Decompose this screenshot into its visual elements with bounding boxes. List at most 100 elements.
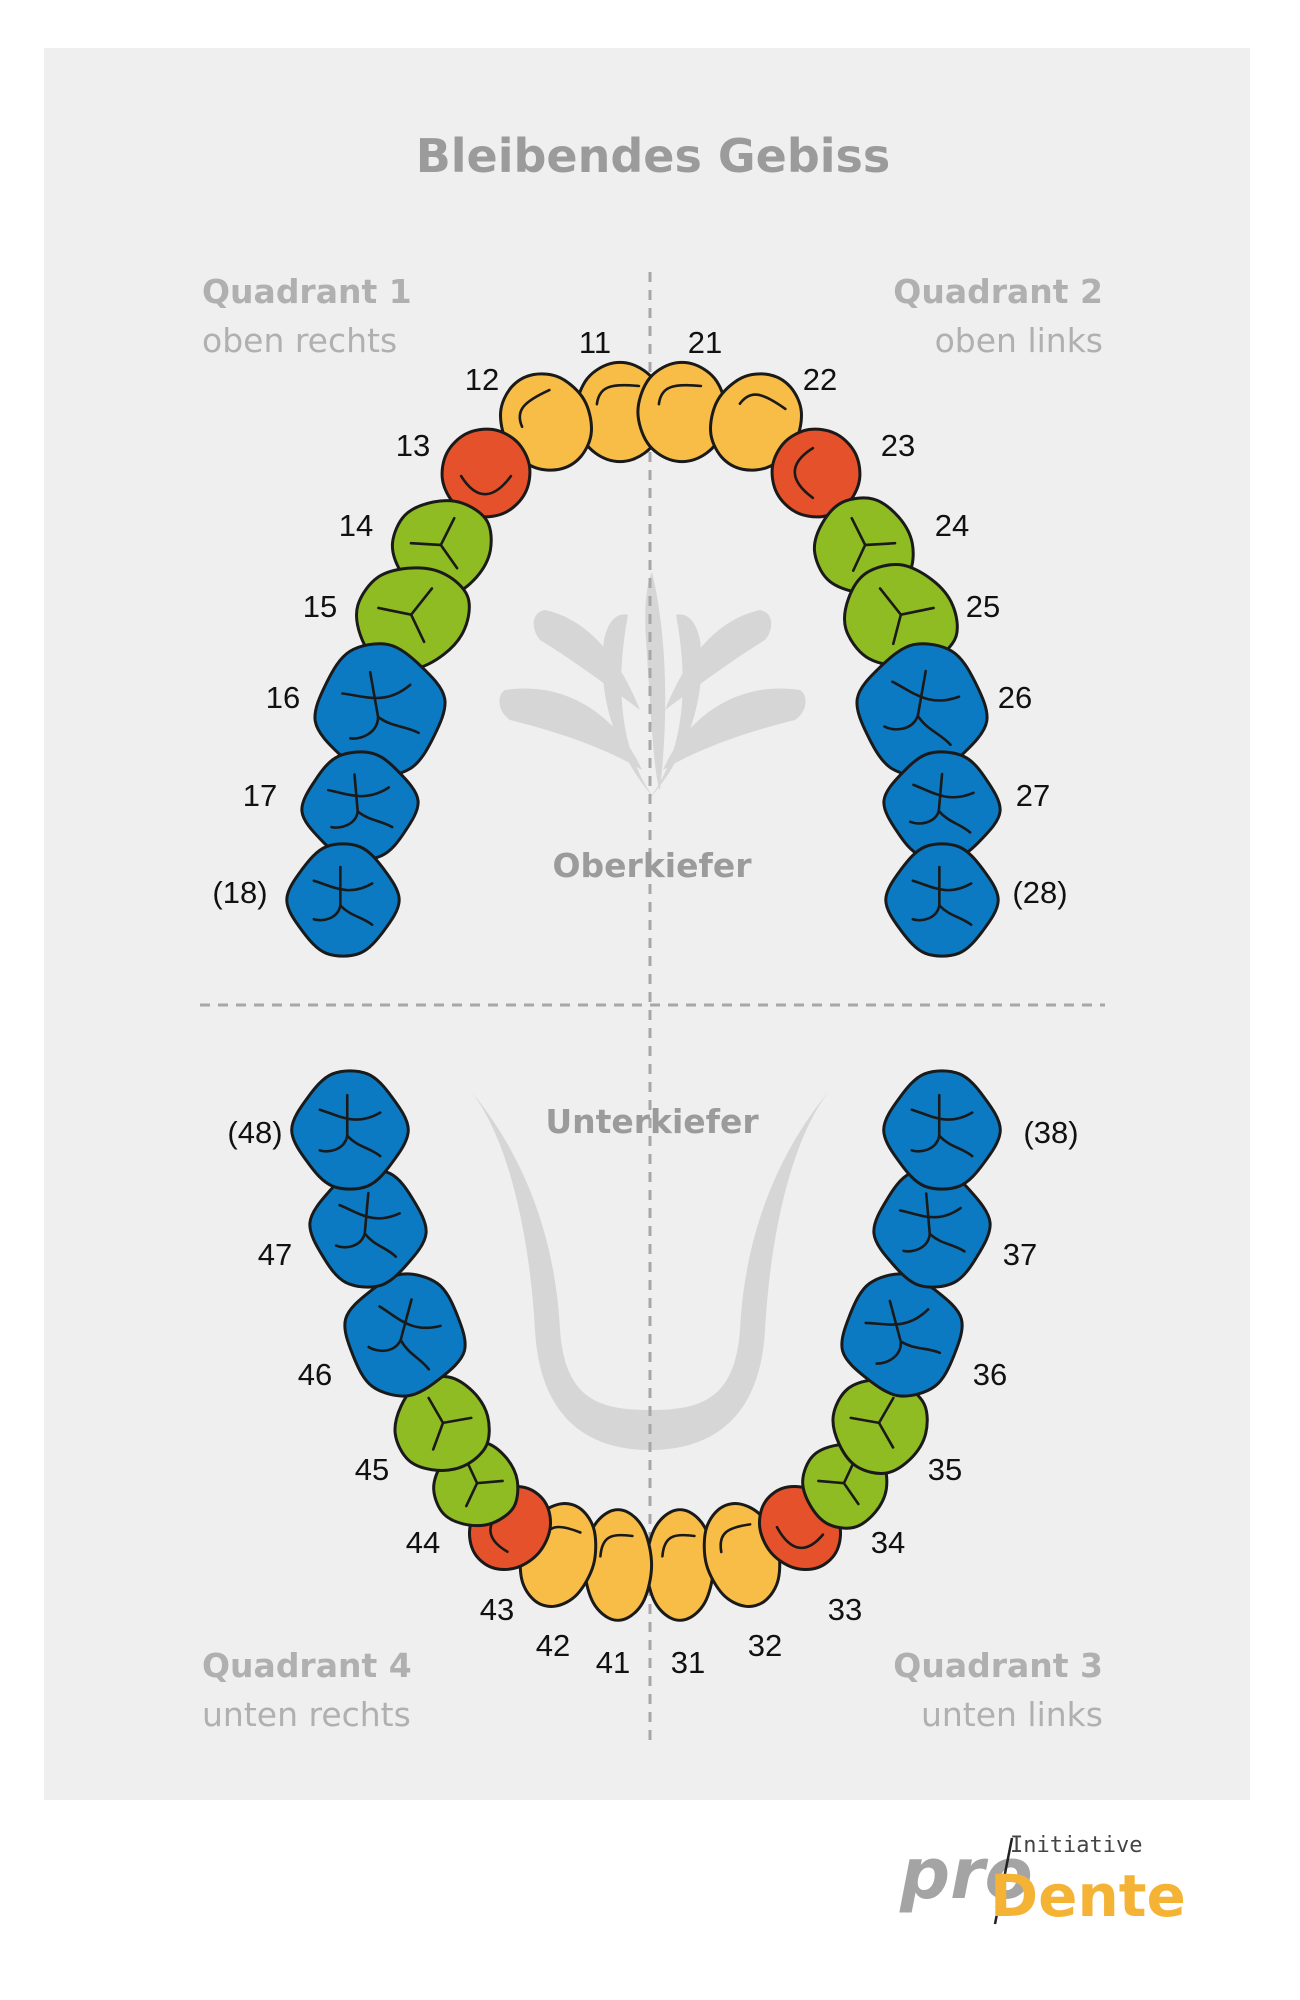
tongue-decoration bbox=[470, 1090, 830, 1450]
tooth-27-label: 27 bbox=[1016, 778, 1050, 813]
tooth-48-label: (48) bbox=[227, 1115, 282, 1150]
tooth-14-fissure bbox=[409, 516, 459, 570]
tooth-17-fissure bbox=[326, 773, 394, 829]
tooth-18-crown bbox=[285, 842, 401, 958]
tooth-47-crown bbox=[308, 1167, 428, 1289]
tooth-38-fissure bbox=[910, 1093, 974, 1158]
tooth-14-label: 14 bbox=[339, 508, 373, 543]
lower-jaw-label: Unterkiefer bbox=[545, 1102, 759, 1141]
tooth-42-label: 42 bbox=[536, 1628, 570, 1663]
tooth-37-fissure bbox=[898, 1192, 966, 1253]
quadrant-2-title: Quadrant 2 bbox=[893, 272, 1103, 311]
tooth-41-label: 41 bbox=[596, 1645, 630, 1680]
tooth-24-fissure bbox=[850, 516, 897, 572]
quadrant-2-subtitle: oben links bbox=[935, 321, 1103, 360]
tooth-38-label: (38) bbox=[1023, 1115, 1078, 1150]
tooth-22-fissure bbox=[738, 393, 787, 411]
tooth-16-label: 16 bbox=[266, 680, 300, 715]
tooth-23-fissure bbox=[793, 446, 815, 500]
quadrant-4-subtitle: unten rechts bbox=[202, 1695, 411, 1734]
tooth-44-label: 44 bbox=[406, 1525, 440, 1560]
tooth-22 bbox=[709, 372, 803, 472]
tooth-48-crown bbox=[290, 1069, 410, 1191]
tooth-21-crown bbox=[636, 360, 728, 464]
tooth-16 bbox=[313, 642, 447, 778]
tooth-46-crown bbox=[343, 1272, 467, 1398]
quadrant-1-title: Quadrant 1 bbox=[202, 272, 412, 311]
tooth-37-label: 37 bbox=[1003, 1237, 1037, 1272]
tooth-32-fissure bbox=[719, 1523, 752, 1554]
tooth-31-label: 31 bbox=[671, 1645, 705, 1680]
tooth-25-label: 25 bbox=[966, 589, 1000, 624]
tooth-31-crown bbox=[644, 1508, 716, 1622]
tooth-28-fissure bbox=[911, 865, 973, 927]
tooth-17-crown bbox=[300, 750, 420, 862]
quadrant-3-title: Quadrant 3 bbox=[893, 1646, 1103, 1685]
tooth-46-label: 46 bbox=[298, 1357, 332, 1392]
logo-name: Dente bbox=[990, 1862, 1186, 1930]
tooth-13-fissure bbox=[459, 474, 513, 496]
tooth-38 bbox=[882, 1069, 1002, 1191]
tooth-48 bbox=[290, 1069, 410, 1191]
tooth-18 bbox=[285, 842, 401, 958]
tooth-36-label: 36 bbox=[973, 1357, 1007, 1392]
tooth-34-fissure bbox=[817, 1458, 860, 1506]
teeth-layer: 11 12 13 14 15 16 17 (18) 21 22 23 24 25 26 27 (28) 31 32… bbox=[212, 325, 1078, 1680]
upper-jaw-label: Oberkiefer bbox=[553, 846, 753, 885]
tooth-26-fissure bbox=[883, 669, 961, 747]
tooth-22-crown bbox=[709, 372, 803, 472]
logo-tagline: Initiative bbox=[1010, 1833, 1142, 1858]
tooth-47 bbox=[308, 1167, 428, 1289]
tooth-15-label: 15 bbox=[303, 589, 337, 624]
tooth-41-fissure bbox=[599, 1533, 634, 1558]
tooth-27 bbox=[882, 750, 1002, 862]
prodente-logo: pro Initiative Dente bbox=[899, 1833, 1186, 1930]
tooth-23 bbox=[770, 427, 862, 519]
tooth-12-fissure bbox=[518, 388, 551, 429]
tooth-36-fissure bbox=[864, 1299, 942, 1365]
tooth-33-fissure bbox=[775, 1525, 825, 1550]
tooth-18-fissure bbox=[312, 865, 374, 927]
tooth-28-label: (28) bbox=[1012, 875, 1067, 910]
tooth-31 bbox=[644, 1508, 716, 1622]
tooth-17-label: 17 bbox=[243, 778, 277, 813]
tooth-45 bbox=[393, 1375, 491, 1472]
tooth-12-label: 12 bbox=[465, 362, 499, 397]
logo-slash bbox=[993, 1837, 1014, 1925]
tooth-28-crown bbox=[884, 842, 1000, 958]
tooth-22-label: 22 bbox=[803, 362, 837, 397]
tooth-32-label: 32 bbox=[748, 1628, 782, 1663]
tooth-23-label: 23 bbox=[881, 428, 915, 463]
tooth-48-fissure bbox=[318, 1093, 382, 1158]
tooth-35 bbox=[831, 1378, 929, 1475]
tooth-46 bbox=[343, 1272, 467, 1398]
tooth-47-fissure bbox=[334, 1191, 401, 1258]
tooth-21 bbox=[636, 360, 728, 464]
chart-title: Bleibendes Gebiss bbox=[416, 129, 891, 183]
tooth-24-label: 24 bbox=[935, 508, 969, 543]
tooth-35-label: 35 bbox=[928, 1452, 962, 1487]
tooth-17 bbox=[300, 750, 420, 862]
tooth-11-fissure bbox=[595, 383, 641, 406]
tooth-44-fissure bbox=[464, 1458, 504, 1508]
tooth-26-label: 26 bbox=[998, 680, 1032, 715]
tooth-38-crown bbox=[882, 1069, 1002, 1191]
quadrant-4-title: Quadrant 4 bbox=[202, 1646, 412, 1685]
quadrant-3-subtitle: unten links bbox=[921, 1695, 1103, 1734]
tooth-45-fissure bbox=[427, 1396, 473, 1451]
chart-panel bbox=[44, 48, 1250, 1800]
tooth-23-crown bbox=[770, 427, 862, 519]
tooth-31-fissure bbox=[661, 1533, 696, 1558]
tooth-21-label: 21 bbox=[688, 325, 722, 360]
tooth-33-label: 33 bbox=[828, 1592, 862, 1627]
tooth-18-label: (18) bbox=[212, 875, 267, 910]
tooth-11-label: 11 bbox=[579, 325, 611, 360]
tooth-35-fissure bbox=[849, 1396, 895, 1449]
tooth-16-crown bbox=[313, 642, 447, 778]
tooth-27-fissure bbox=[908, 772, 975, 834]
quadrant-1-subtitle: oben rechts bbox=[202, 321, 397, 360]
tooth-13-label: 13 bbox=[396, 428, 430, 463]
palate-decoration bbox=[499, 572, 806, 798]
tooth-34-label: 34 bbox=[871, 1525, 905, 1560]
